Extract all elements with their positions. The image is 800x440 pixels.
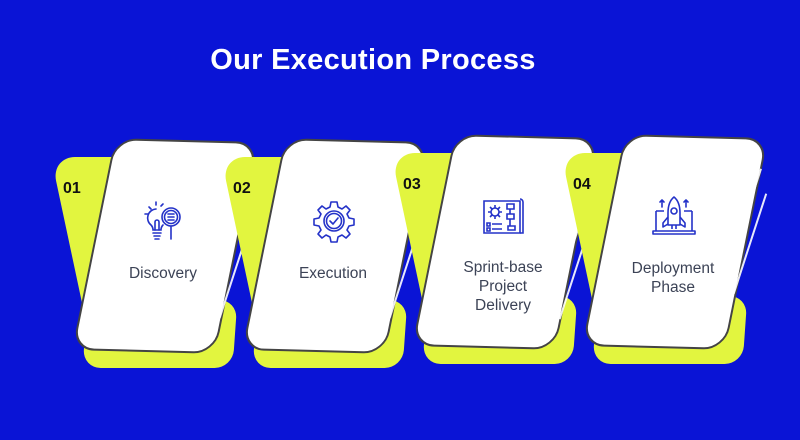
process-step-4: 04 Deployment Phase	[561, 0, 769, 436]
gear-check-icon	[313, 201, 355, 243]
page-title: Our Execution Process	[210, 44, 536, 76]
step-number: 03	[403, 176, 421, 193]
process-step-1: 01 Discovery	[51, 0, 259, 440]
step-label: Deployment Phase	[631, 260, 715, 296]
step-number: 02	[233, 180, 251, 197]
step-label: Execution	[298, 265, 368, 282]
process-step-2: 02 Execution	[221, 0, 429, 440]
lightbulb-magnifier-icon	[144, 201, 181, 240]
step-label: Sprint-base Project Delivery	[463, 259, 543, 314]
rocket-laptop-icon	[652, 196, 696, 235]
step-number: 04	[573, 176, 591, 193]
step-label: Discovery	[128, 265, 198, 282]
step-number: 01	[63, 180, 81, 197]
process-step-3: 03 Sprint-base Project Delivery	[391, 0, 599, 436]
blueprint-flowchart-icon	[483, 198, 524, 234]
